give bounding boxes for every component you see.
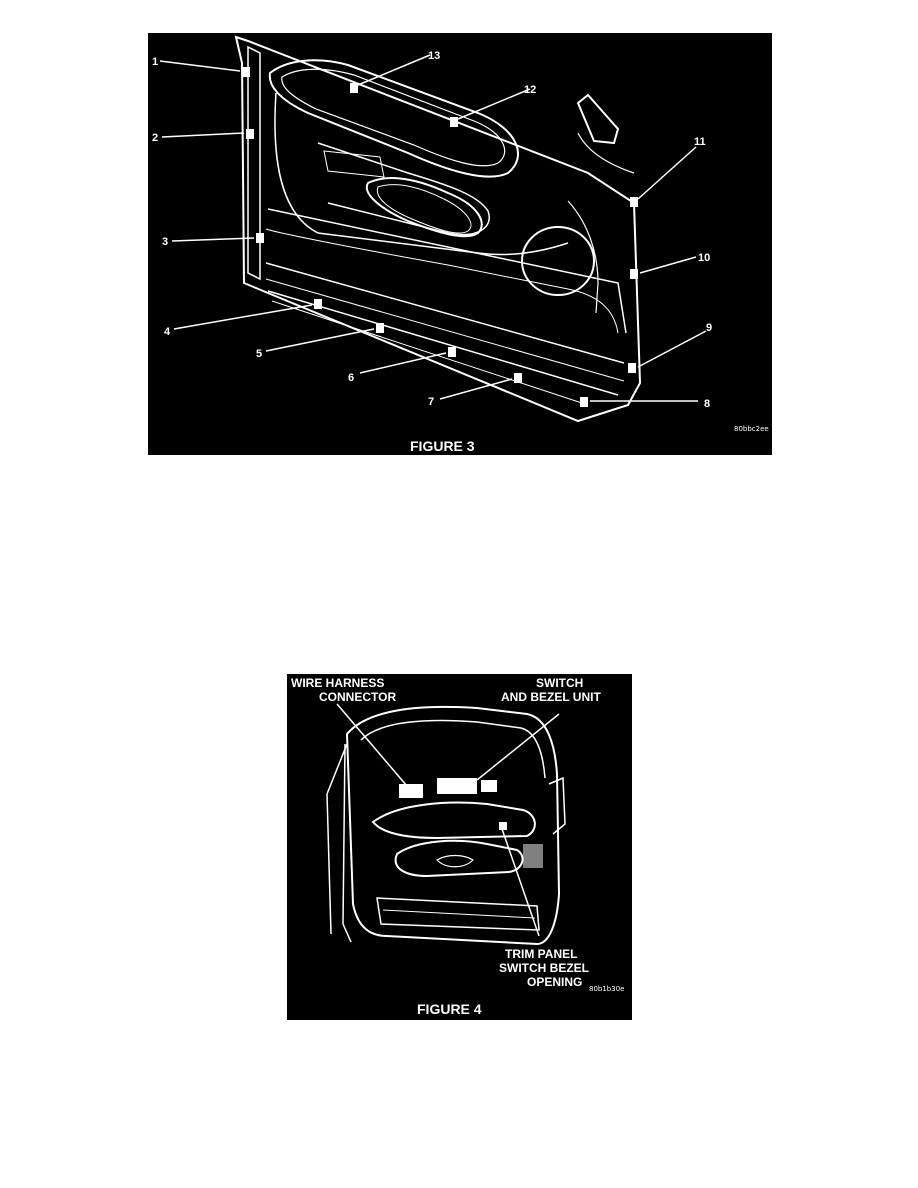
callout-13: 13 [428,50,440,62]
callout-6: 6 [348,372,354,384]
callout-10: 10 [698,252,710,264]
figure-3-illustration: 1 2 3 4 5 6 7 8 9 10 11 12 13 80bbc2ee F… [152,35,769,454]
callout-4: 4 [164,326,171,338]
figure-4-illustration: WIRE HARNESS CONNECTOR SWITCH AND BEZEL … [291,676,624,1017]
callout-1: 1 [152,56,158,68]
trim-panel-label-line3: OPENING [527,975,582,989]
callout-5: 5 [256,348,262,360]
switch-and-connector-parts [399,778,543,868]
figure-3-caption: FIGURE 3 [410,438,475,454]
figure-3-code: 80bbc2ee [734,425,769,433]
callout-2: 2 [152,132,158,144]
wire-harness-label-line2: CONNECTOR [319,690,396,704]
trim-panel-label-line1: TRIM PANEL [505,947,577,961]
callout-11: 11 [694,136,706,148]
wire-harness-label-line1: WIRE HARNESS [291,676,384,690]
callout-9: 9 [706,322,712,334]
figure-4-caption: FIGURE 4 [417,1001,482,1017]
switch-bezel-label-line1: SWITCH [536,676,583,690]
callout-8: 8 [704,398,710,410]
callout-7: 7 [428,396,434,408]
callout-12: 12 [524,84,536,96]
trim-panel-label-line2: SWITCH BEZEL [499,961,589,975]
door-trim-panel-outline [234,35,642,423]
clip-markers [242,67,638,407]
callout-3: 3 [162,236,168,248]
switch-bezel-label-line2: AND BEZEL UNIT [501,690,601,704]
door-frame-outline [326,705,566,946]
callout-leader-lines [159,54,707,402]
figure-3-trim-panel-clips: 1 2 3 4 5 6 7 8 9 10 11 12 13 80bbc2ee F… [148,33,772,455]
figure-4-leader-lines [336,703,560,937]
figure-4-switch-bezel: WIRE HARNESS CONNECTOR SWITCH AND BEZEL … [287,674,632,1020]
figure-4-code: 80b1b30e [589,985,624,993]
